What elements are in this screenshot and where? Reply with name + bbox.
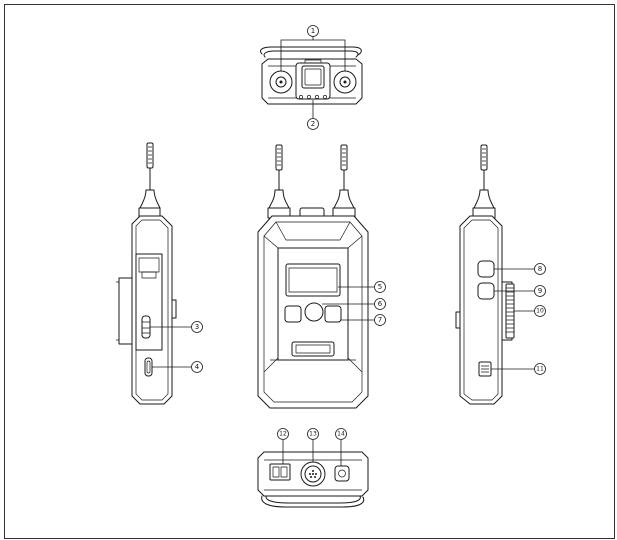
callout-circle [307, 118, 319, 130]
callout-9: 9 [534, 285, 546, 297]
callout-10: 10 [534, 305, 546, 317]
right-button-icon [324, 305, 342, 323]
callout-circle [374, 298, 386, 310]
callout-7: 7 [374, 314, 386, 326]
callout-number: 13 [309, 431, 317, 438]
callout-circle [307, 428, 319, 440]
callout-number: 2 [311, 120, 315, 128]
callout-number: 1 [311, 27, 315, 35]
callout-3: 3 [191, 321, 203, 333]
top-view [259, 36, 363, 118]
callout-13: 13 [307, 428, 319, 440]
callout-1: 1 [307, 25, 319, 37]
callout-number: 12 [279, 431, 287, 438]
callout-circle [534, 263, 546, 275]
bottom-view [257, 440, 369, 508]
callout-12: 12 [277, 428, 289, 440]
callout-circle [307, 25, 319, 37]
callout-number: 14 [337, 431, 345, 438]
right-side-view [455, 144, 534, 405]
front-view [257, 144, 374, 409]
callout-6: 6 [374, 298, 386, 310]
callout-circle [534, 363, 546, 375]
left-button-icon [284, 305, 302, 323]
lower-side-button-icon [477, 282, 495, 300]
audio-jack-icon [334, 465, 350, 482]
power-switch-icon [141, 315, 151, 339]
callout-number: 8 [538, 265, 542, 273]
callout-number: 9 [538, 287, 542, 295]
callout-circle [191, 361, 203, 373]
callout-circle [534, 305, 546, 317]
callout-number: 10 [536, 308, 544, 315]
callout-number: 11 [536, 366, 544, 373]
dip-switch-icon [269, 463, 291, 481]
callout-circle [374, 314, 386, 326]
callout-circle [191, 321, 203, 333]
callout-number: 4 [195, 363, 200, 371]
callout-2: 2 [307, 118, 319, 130]
center-button-icon [304, 302, 324, 322]
callout-5: 5 [374, 281, 386, 293]
callout-circle [534, 285, 546, 297]
diagram-border [4, 4, 615, 539]
callout-4: 4 [191, 361, 203, 373]
display-screen [285, 263, 341, 297]
callout-number: 5 [378, 283, 382, 291]
callout-number: 3 [195, 323, 199, 331]
callout-circle [277, 428, 289, 440]
callout-number: 7 [378, 316, 382, 324]
callout-11: 11 [534, 363, 546, 375]
upper-side-button-icon [477, 260, 495, 278]
callout-circle [335, 428, 347, 440]
callout-circle [374, 281, 386, 293]
left-side-view [116, 142, 191, 405]
callout-number: 6 [378, 300, 383, 308]
callout-8: 8 [534, 263, 546, 275]
callout-14: 14 [335, 428, 347, 440]
